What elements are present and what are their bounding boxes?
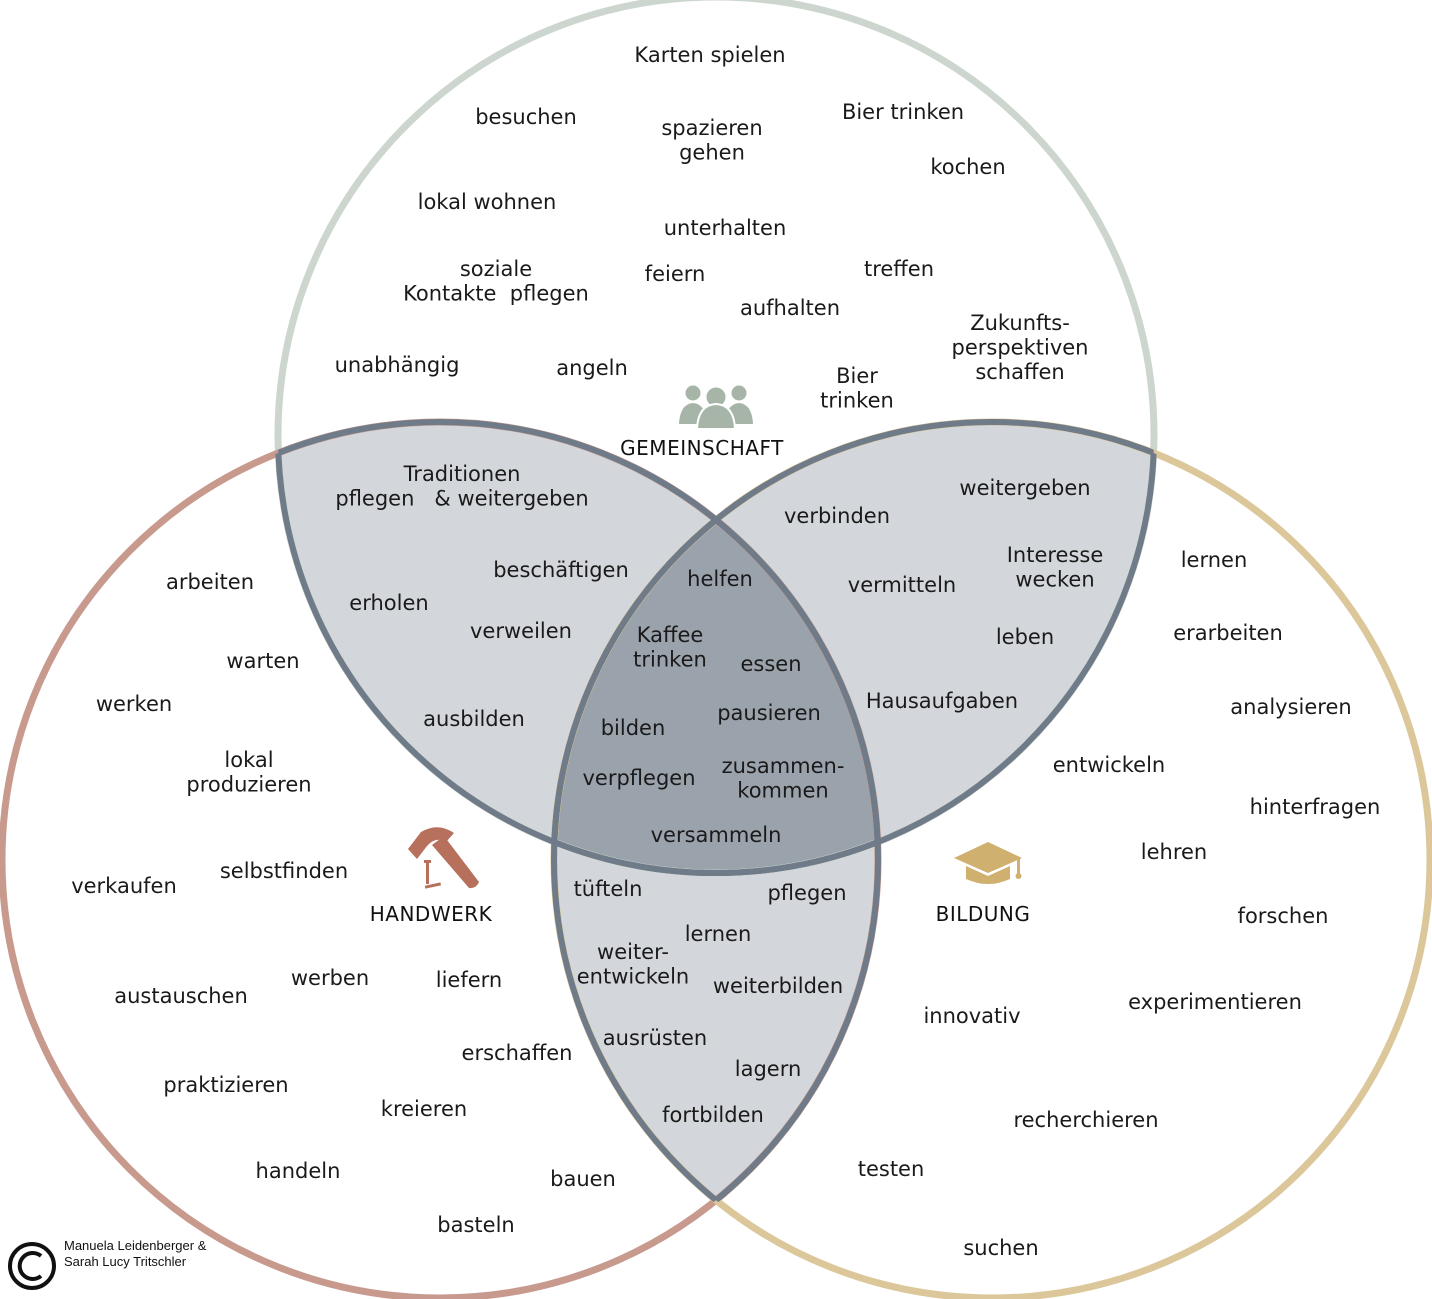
word-craft-education: weiterbilden <box>713 974 843 998</box>
word-craft-education: fortbilden <box>662 1103 764 1127</box>
word-community-education: leben <box>996 625 1054 649</box>
category-label-community: GEMEINSCHAFT <box>620 436 784 460</box>
word-community-only: feiern <box>645 262 706 286</box>
word-craft-only: praktizieren <box>163 1073 288 1097</box>
word-craft-only: handeln <box>256 1159 341 1183</box>
word-craft-education: weiter-entwickeln <box>577 940 690 989</box>
word-craft-education: lagern <box>735 1057 802 1081</box>
word-education-only: suchen <box>963 1236 1038 1260</box>
word-education-only: hinterfragen <box>1250 795 1381 819</box>
word-craft-only: verkaufen <box>71 874 177 898</box>
word-craft-only: liefern <box>436 968 502 992</box>
word-community-only: unabhängig <box>335 353 460 377</box>
word-education-only: testen <box>858 1157 925 1181</box>
group-people-icon <box>679 385 753 430</box>
copyright-credit: Manuela Leidenberger & Sarah Lucy Tritsc… <box>64 1238 206 1270</box>
word-community-only: Bier trinken <box>842 100 964 124</box>
word-craft-only: selbstfinden <box>220 859 348 883</box>
word-education-only: erarbeiten <box>1173 621 1283 645</box>
word-craft-education: lernen <box>685 922 752 946</box>
word-craft-education: pflegen <box>767 881 846 905</box>
word-craft-only: bauen <box>550 1167 616 1191</box>
category-label-craft: HANDWERK <box>370 902 493 926</box>
word-community-only: unterhalten <box>664 216 787 240</box>
word-education-only: entwickeln <box>1053 753 1166 777</box>
word-craft-only: kreieren <box>381 1097 467 1121</box>
word-all-three: zusammen-kommen <box>722 754 845 803</box>
word-education-only: recherchieren <box>1013 1108 1158 1132</box>
word-all-three: versammeln <box>651 823 782 847</box>
word-community-only: treffen <box>864 257 934 281</box>
word-all-three: verpflegen <box>582 766 695 790</box>
word-education-only: innovativ <box>923 1004 1020 1028</box>
word-community-only: Karten spielen <box>634 43 785 67</box>
word-community-education: weitergeben <box>959 476 1090 500</box>
graduation-cap-icon <box>954 842 1022 884</box>
credit-line-2: Sarah Lucy Tritschler <box>64 1254 187 1269</box>
word-community-only: angeln <box>556 356 628 380</box>
word-community-only: kochen <box>930 155 1005 179</box>
word-craft-only: basteln <box>437 1213 514 1237</box>
word-education-only: forschen <box>1238 904 1329 928</box>
hammer-nails-icon <box>408 827 479 889</box>
word-all-three: helfen <box>687 567 753 591</box>
word-craft-only: austauschen <box>114 984 248 1008</box>
word-all-three: bilden <box>601 716 666 740</box>
word-craft-only: werben <box>291 966 369 990</box>
word-education-only: analysieren <box>1230 695 1351 719</box>
word-community-only: aufhalten <box>740 296 840 320</box>
word-community-only: lokal wohnen <box>418 190 557 214</box>
word-all-three: pausieren <box>717 701 821 725</box>
word-education-only: lehren <box>1141 840 1207 864</box>
word-craft-only: werken <box>96 692 172 716</box>
word-craft-only: arbeiten <box>166 570 254 594</box>
word-community-only: besuchen <box>475 105 577 129</box>
category-label-education: BILDUNG <box>936 902 1031 926</box>
credit-line-1: Manuela Leidenberger & <box>64 1238 207 1253</box>
word-community-craft: verweilen <box>470 619 572 643</box>
word-education-only: experimentieren <box>1128 990 1302 1014</box>
copyright-icon <box>8 1242 56 1290</box>
word-community-education: vermitteln <box>848 573 956 597</box>
word-all-three: essen <box>740 652 801 676</box>
overlap-center <box>554 422 878 873</box>
word-community-education: Hausaufgaben <box>866 689 1018 713</box>
word-craft-only: erschaffen <box>462 1041 573 1065</box>
word-community-education: verbinden <box>784 504 890 528</box>
word-community-craft: beschäftigen <box>493 558 629 582</box>
word-community-craft: ausbilden <box>423 707 525 731</box>
word-craft-education: ausrüsten <box>603 1026 707 1050</box>
word-craft-only: warten <box>226 649 299 673</box>
word-community-craft: erholen <box>349 591 428 615</box>
word-education-only: lernen <box>1181 548 1248 572</box>
word-craft-education: tüfteln <box>574 877 643 901</box>
